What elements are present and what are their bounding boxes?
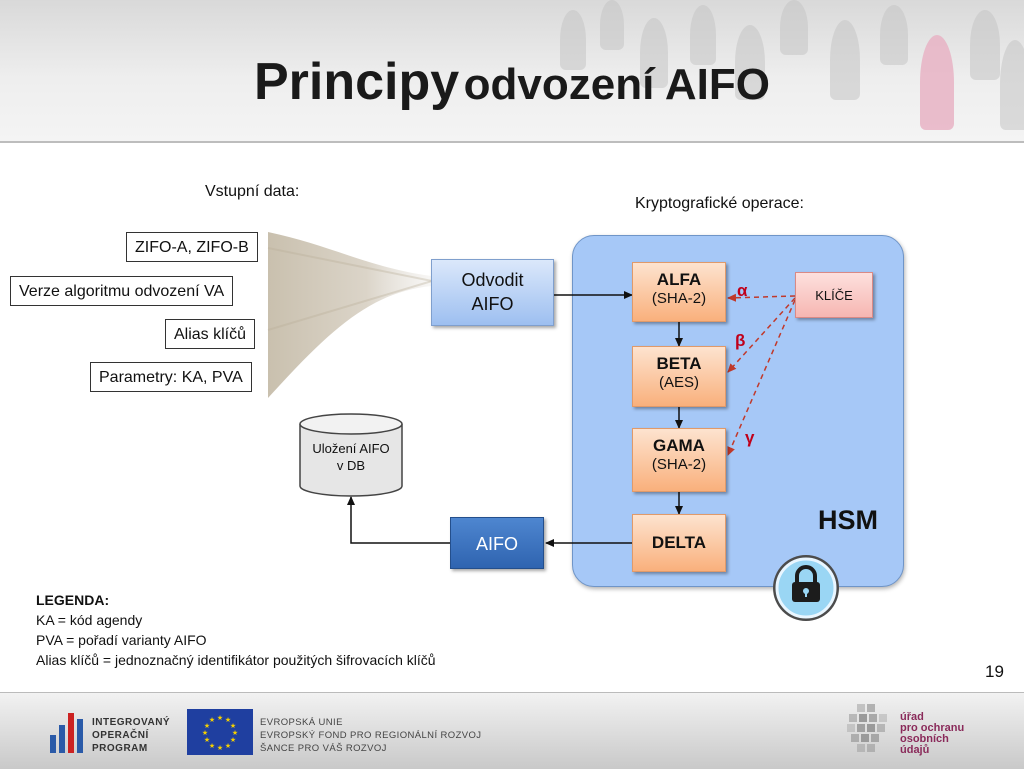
uoou-line: úřad: [900, 711, 924, 723]
uoou-line: pro ochranu: [900, 722, 965, 734]
title-part-2: odvození AIFO: [463, 60, 770, 109]
key-arrow-beta: [727, 297, 796, 373]
svg-text:★: ★: [217, 714, 223, 722]
svg-text:★: ★: [230, 736, 236, 744]
legend-item: PVA = pořadí varianty AIFO: [36, 632, 207, 648]
operation-beta-name: BETA: [656, 354, 702, 373]
input-data-label: Vstupní data:: [205, 183, 300, 200]
hsm-label: HSM: [818, 505, 878, 535]
svg-text:★: ★: [209, 716, 215, 724]
uoou-text: úřad pro ochranu osobních údajů: [900, 712, 964, 756]
operation-gama-sub: (SHA-2): [651, 456, 707, 473]
legend-item: Alias klíčů = jednoznačný identifikátor …: [36, 652, 436, 668]
title-part-1: Principy: [253, 53, 460, 111]
legend-item: KA = kód agendy: [36, 612, 143, 628]
svg-text:★: ★: [232, 729, 238, 737]
greek-beta: β: [735, 331, 746, 350]
footer: [0, 692, 1024, 769]
svg-text:★: ★: [230, 722, 236, 730]
iop-line: INTEGROVANÝ: [92, 717, 171, 728]
legend: LEGENDA: KA = kód agendy PVA = pořadí va…: [36, 590, 436, 670]
legend-heading: LEGENDA:: [36, 592, 110, 608]
operation-beta: BETA (AES): [632, 346, 726, 407]
storage-label: Uložení AIFO v DB: [300, 440, 402, 474]
operation-gama: GAMA (SHA-2): [632, 428, 726, 492]
operation-alfa-sub: (SHA-2): [651, 290, 707, 307]
eu-flag-icon: ★★★ ★★★ ★★★ ★★★: [187, 709, 253, 755]
header-separator: [0, 141, 1024, 143]
input-funnel: [268, 232, 432, 398]
page-title: Principy odvození AIFO: [0, 52, 1024, 112]
crypto-ops-label: Kryptografické operace:: [635, 195, 804, 212]
operation-alfa: ALFA (SHA-2): [632, 262, 726, 322]
key-arrow-gama: [727, 299, 796, 456]
operation-alfa-name: ALFA: [656, 270, 702, 289]
eu-line: EVROPSKÝ FOND PRO REGIONÁLNÍ ROZVOJ: [260, 730, 482, 741]
eu-line: EVROPSKÁ UNIE: [260, 717, 343, 728]
input-box-zifo: ZIFO-A, ZIFO-B: [126, 232, 258, 262]
key-arrow-alfa: [727, 293, 796, 302]
svg-text:★: ★: [209, 742, 215, 750]
eu-line: ŠANCE PRO VÁŠ ROZVOJ: [260, 743, 387, 754]
svg-text:★: ★: [225, 716, 231, 724]
derive-line-1: Odvodit: [461, 270, 524, 290]
derive-line-2: AIFO: [471, 294, 514, 314]
svg-text:★: ★: [204, 736, 210, 744]
greek-alpha: α: [737, 281, 748, 300]
iop-line: PROGRAM: [92, 743, 148, 754]
page-number: 19: [985, 662, 1004, 681]
arrow-aifo-to-db: [347, 496, 450, 544]
input-box-algorithm-version: Verze algoritmu odvození VA: [10, 276, 234, 306]
operation-delta-name: DELTA: [651, 533, 707, 552]
iop-logo-icon: [50, 713, 83, 753]
iop-text: INTEGROVANÝ OPERAČNÍ PROGRAM: [92, 716, 170, 755]
database-cylinder: [299, 413, 403, 497]
svg-text:★: ★: [204, 722, 210, 730]
svg-text:★: ★: [225, 742, 231, 750]
uoou-logo-icon: [847, 704, 887, 752]
iop-line: OPERAČNÍ: [92, 730, 149, 741]
input-box-parameters: Parametry: KA, PVA: [90, 362, 252, 392]
lock-icon: [773, 555, 839, 621]
derive-aifo-box: Odvodit AIFO: [431, 259, 554, 326]
aifo-output-box: AIFO: [450, 517, 544, 569]
storage-line-2: v DB: [336, 458, 366, 473]
uoou-line: osobních: [900, 733, 949, 745]
storage-line-1: Uložení AIFO: [312, 441, 390, 456]
operation-gama-name: GAMA: [653, 436, 705, 455]
greek-gamma: γ: [745, 428, 755, 447]
keys-box: KLÍČE: [795, 272, 873, 318]
svg-text:★: ★: [202, 729, 208, 737]
svg-text:★: ★: [217, 744, 223, 752]
uoou-line: údajů: [900, 744, 930, 756]
eu-text: EVROPSKÁ UNIE EVROPSKÝ FOND PRO REGIONÁL…: [260, 716, 481, 755]
operation-delta: DELTA: [632, 514, 726, 572]
header-banner: [0, 0, 1024, 142]
input-box-key-alias: Alias klíčů: [165, 319, 256, 349]
operation-beta-sub: (AES): [658, 374, 699, 391]
